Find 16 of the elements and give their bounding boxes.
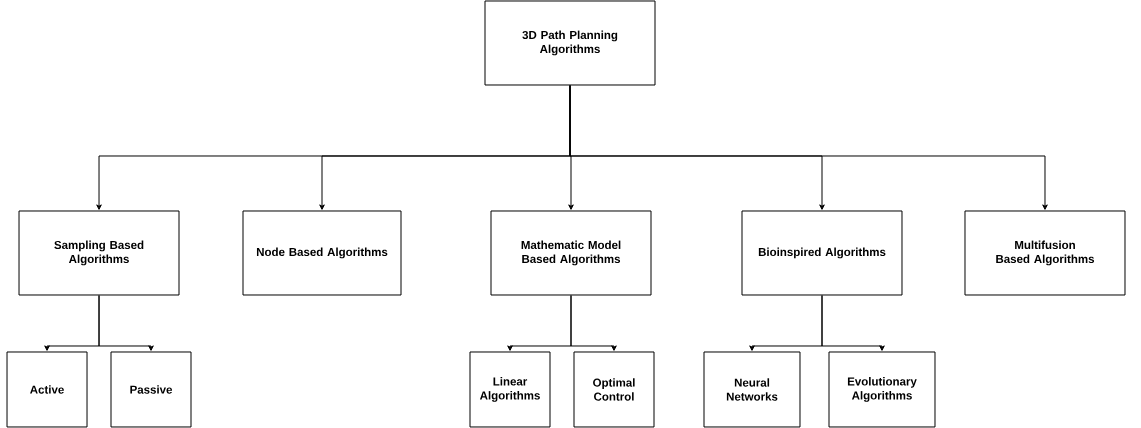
category-box: Mathematic Model Based Algorithms [490, 210, 652, 296]
category-box: Neural Networks [703, 351, 801, 428]
category-box: Active [6, 351, 88, 428]
category-box: Linear Algorithms [469, 351, 551, 428]
category-box: Sampling Based Algorithms [18, 210, 180, 296]
category-box: Passive [110, 351, 192, 428]
category-box: 3D Path Planning Algorithms [484, 0, 656, 86]
arrow [569, 85, 1048, 210]
arrow [98, 295, 154, 351]
category-box: Node Based Algorithms [242, 210, 402, 296]
arrow [821, 295, 885, 351]
category-box: Multifusion Based Algorithms [964, 210, 1126, 296]
category-box: Optimal Control [573, 351, 655, 428]
category-box: Bioinspired Algorithms [741, 210, 903, 296]
arrow [570, 295, 617, 351]
category-box: Evolutionary Algorithms [828, 351, 936, 428]
